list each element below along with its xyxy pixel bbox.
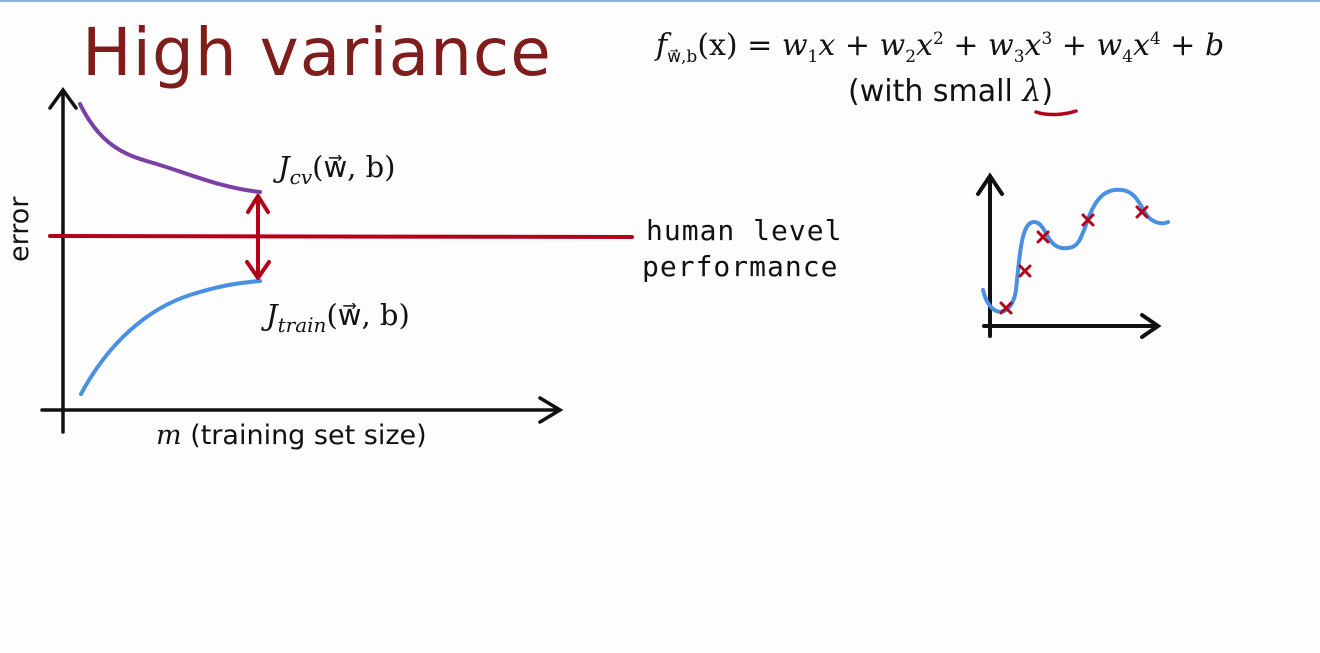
data-point — [1135, 205, 1149, 219]
regularization-note: (with small λ) — [848, 74, 1054, 109]
x-axis-arrowhead — [538, 396, 564, 424]
x-axis-label: m (training set size) — [156, 420, 427, 451]
data-point — [999, 301, 1013, 315]
human-level-label-line2: performance — [642, 250, 839, 283]
lambda-underline — [1034, 109, 1078, 117]
train-curve-label: Jtrain(w⃗, b) — [266, 298, 410, 337]
top-border — [0, 0, 1320, 2]
slide-title: High variance — [82, 14, 552, 91]
human-level-label-line1: human level — [646, 214, 843, 247]
y-axis-label: error — [4, 196, 35, 262]
data-points — [999, 205, 1149, 315]
lambda-symbol: λ — [1022, 74, 1042, 109]
data-point — [1081, 213, 1095, 227]
y-axis-arrowhead — [48, 87, 78, 110]
human-level-line — [48, 234, 634, 239]
overfit-curve — [981, 187, 1170, 314]
fit-plot-axes — [976, 172, 1162, 339]
train-error-curve — [79, 279, 262, 396]
data-point — [1036, 230, 1050, 244]
gap-arrow — [245, 194, 271, 280]
model-formula: fw⃗,b(x) = w1x + w2x2 + w3x3 + w4x4 + b — [656, 28, 1225, 67]
learning-curve-axes — [40, 87, 564, 434]
cv-error-curve — [78, 102, 262, 194]
cv-curve-label: Jcv(w⃗, b) — [278, 150, 396, 189]
data-point — [1018, 264, 1032, 278]
